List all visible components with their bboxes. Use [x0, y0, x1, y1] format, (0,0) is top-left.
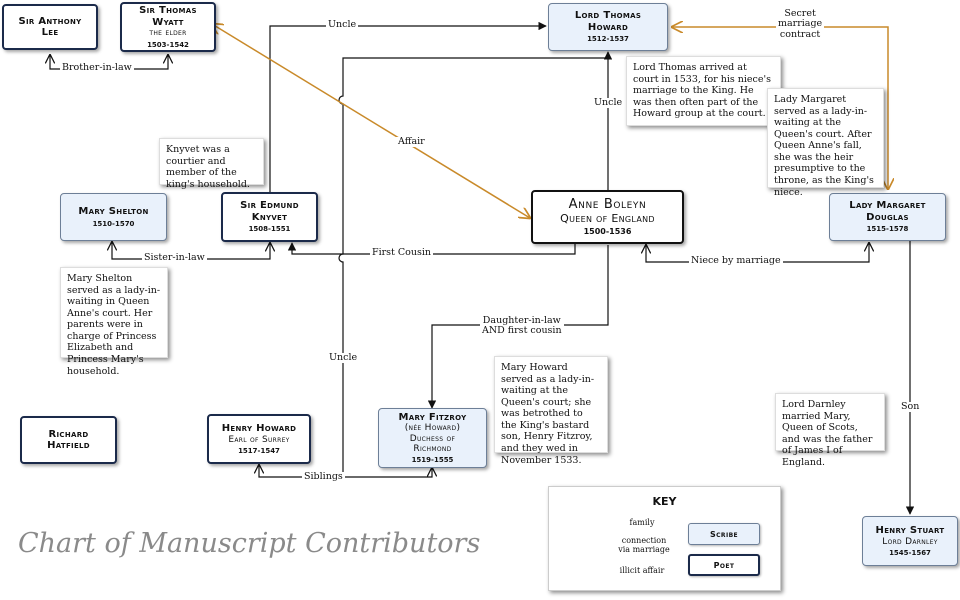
- label-secret-line1: Secret: [784, 8, 816, 19]
- person-dates: 1545-1567: [889, 548, 931, 557]
- note-mary-shelton: Mary Shelton served as a lady-in-waiting…: [60, 267, 168, 377]
- edge-knyvet-howard: [269, 21, 547, 192]
- person-thomas-howard: Lord Thomas Howard 1512-1537: [548, 3, 668, 51]
- label-daughter-line2: AND first cousin: [482, 325, 562, 337]
- edge-wyatt-boleyn-affair: [212, 24, 530, 218]
- person-name-2: Hatfield: [47, 440, 90, 451]
- person-name-2: Knyvet: [251, 211, 288, 223]
- note-knyvet: Knyvet was a courtier and member of the …: [159, 138, 264, 190]
- label-siblings: Siblings: [302, 471, 345, 483]
- person-title: the elder: [149, 28, 187, 39]
- key-illicit-text: illicit affair: [619, 566, 665, 575]
- person-name-2: Lee: [41, 27, 59, 38]
- note-mary-fitzroy: Mary Howard served as a lady-in-waiting …: [494, 356, 608, 466]
- legend-key: KEY family connection via marriage illic…: [548, 486, 781, 591]
- person-dates: 1500-1536: [583, 227, 632, 237]
- person-name: Mary Shelton: [78, 206, 149, 218]
- person-edmund-knyvet: Sir Edmund Knyvet 1508-1551: [221, 192, 318, 242]
- label-daughter-line1: Daughter-in-law: [482, 315, 561, 326]
- person-title: Earl of Surrey: [228, 434, 290, 445]
- key-title: KEY: [652, 495, 677, 508]
- person-name: Henry Stuart: [875, 525, 945, 537]
- label-niece-by-marriage: Niece by marriage: [689, 255, 783, 267]
- chart-title: Chart of Manuscript Contributors: [18, 528, 481, 559]
- label-secret-line2: marriage: [778, 18, 823, 30]
- person-name: Anne Boleyn: [568, 196, 647, 212]
- label-affair: Affair: [396, 136, 427, 148]
- key-connection-line2: via marriage: [618, 544, 670, 554]
- person-richard-hatfield: Richard Hatfield: [20, 416, 117, 464]
- key-family-text: family: [629, 518, 655, 527]
- person-maiden-name: (née Howard): [404, 423, 461, 434]
- person-name-2: Howard: [587, 21, 629, 33]
- label-uncle-right: Uncle: [592, 97, 625, 109]
- person-dates: 1515-1578: [866, 225, 909, 234]
- person-dates: 1517-1547: [238, 446, 280, 455]
- person-dates: 1503-1542: [147, 40, 189, 49]
- note-lord-darnley: Lord Darnley married Mary, Queen of Scot…: [775, 393, 885, 468]
- label-son: Son: [899, 401, 922, 413]
- person-name: Sir Edmund: [240, 200, 299, 212]
- person-name: Mary Fitzroy: [398, 411, 467, 423]
- person-thomas-wyatt: Sir Thomas Wyatt the elder 1503-1542: [120, 2, 216, 52]
- person-dates: 1512-1537: [587, 35, 629, 44]
- label-secret-line3: contract: [779, 28, 821, 40]
- edge-howard-douglas-secret: [672, 27, 888, 189]
- person-title: Lord Darnley: [882, 536, 938, 547]
- key-connection-text: connection via marriage: [609, 536, 679, 555]
- person-dates: 1510-1570: [92, 219, 135, 228]
- person-name: Lady Margaret: [849, 200, 926, 212]
- label-daughter-in-law: Daughter-in-law AND first cousin: [480, 315, 564, 337]
- person-anne-boleyn: Anne Boleyn Queen of England 1500-1536: [531, 190, 684, 244]
- key-poet-box: Poet: [688, 554, 760, 576]
- person-name: Sir Anthony: [18, 15, 82, 27]
- label-brother-in-law: Brother-in-law: [60, 62, 134, 74]
- person-name: Sir Thomas: [139, 5, 197, 17]
- person-name: Lord Thomas: [574, 10, 642, 22]
- person-title-2: Richmond: [413, 443, 452, 454]
- note-margaret-douglas: Lady Margaret served as a lady-in-waitin…: [767, 88, 884, 198]
- person-dates: 1519-1555: [411, 456, 454, 465]
- label-sister-in-law: Sister-in-law: [142, 252, 207, 264]
- label-secret-marriage: Secret marriage contract: [776, 8, 825, 41]
- person-dates: 1508-1551: [248, 225, 291, 234]
- key-connection-line1: connection: [621, 536, 667, 545]
- person-name: Henry Howard: [221, 423, 297, 435]
- person-mary-fitzroy: Mary Fitzroy (née Howard) Duchess of Ric…: [378, 408, 487, 468]
- person-name: Richard: [48, 428, 89, 440]
- person-henry-stuart: Henry Stuart Lord Darnley 1545-1567: [862, 516, 958, 566]
- key-scribe-box: Scribe: [688, 523, 760, 545]
- person-anthony-lee: Sir Anthony Lee: [2, 4, 98, 50]
- label-first-cousin: First Cousin: [370, 247, 434, 259]
- edge-boleyn-knyvet: [287, 242, 576, 255]
- label-uncle-mid: Uncle: [327, 352, 360, 364]
- note-thomas-howard: Lord Thomas arrived at court in 1533, fo…: [626, 56, 781, 126]
- edge-surrey-fitzroy: [259, 465, 432, 478]
- person-name-2: Wyatt: [152, 16, 184, 28]
- person-title: Queen of England: [560, 211, 655, 225]
- person-title: Duchess of: [409, 433, 456, 444]
- person-mary-shelton: Mary Shelton 1510-1570: [60, 193, 167, 241]
- label-uncle-top: Uncle: [326, 19, 359, 31]
- person-henry-howard: Henry Howard Earl of Surrey 1517-1547: [207, 414, 311, 464]
- person-name-2: Douglas: [866, 211, 909, 223]
- person-margaret-douglas: Lady Margaret Douglas 1515-1578: [829, 193, 946, 241]
